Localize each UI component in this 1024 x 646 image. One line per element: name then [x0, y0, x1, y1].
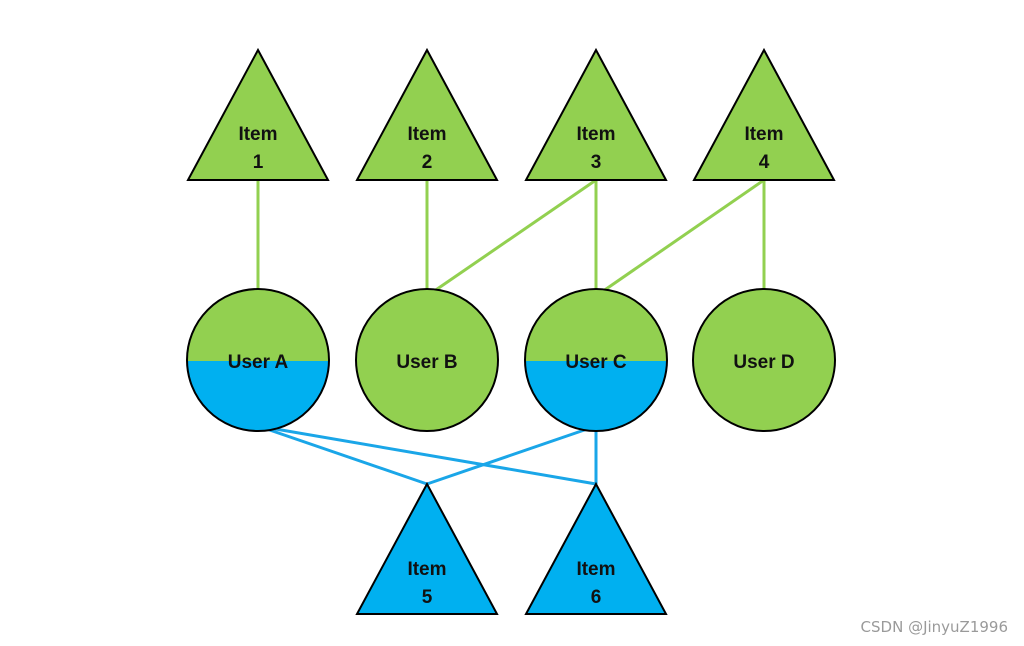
item4-label: Item [744, 124, 783, 145]
userB-label: User B [396, 352, 457, 373]
item6-number: 6 [591, 587, 602, 608]
userC-outline [524, 288, 668, 432]
userB-node: User B [355, 288, 499, 432]
userA-top-half [187, 289, 329, 361]
item4-number: 4 [759, 152, 770, 173]
item3-triangle [524, 47, 668, 181]
item2-triangle [355, 47, 499, 181]
edge-userA-item6 [257, 424, 597, 486]
item1-number: 1 [253, 152, 264, 173]
userA-outline [186, 288, 330, 432]
item3-node: Item 3 [524, 47, 668, 181]
item6-triangle [524, 481, 668, 615]
edge-userA-item5 [257, 424, 428, 486]
userB-circle [355, 288, 499, 432]
item2-node: Item 2 [355, 47, 499, 181]
item5-node: Item 5 [355, 481, 499, 615]
item5-triangle [355, 481, 499, 615]
item4-triangle [692, 47, 836, 181]
item6-node: Item 6 [524, 481, 668, 615]
userD-label: User D [733, 352, 794, 373]
edge-item4-userC [595, 178, 765, 298]
userD-node: User D [692, 288, 836, 432]
item2-label: Item [407, 124, 446, 145]
item1-node: Item 1 [186, 47, 330, 181]
userA-node: User A [186, 288, 330, 432]
userA-label: User A [228, 352, 289, 373]
edge-userC-item5 [426, 424, 597, 486]
userD-circle [692, 288, 836, 432]
item1-label: Item [238, 124, 277, 145]
item2-number: 2 [422, 152, 433, 173]
watermark-text: CSDN @JinyuZ1996 [860, 618, 1008, 636]
edge-item3-userB [426, 178, 597, 298]
item3-number: 3 [591, 152, 602, 173]
item5-label: Item [407, 559, 446, 580]
userC-label: User C [565, 352, 627, 373]
item3-label: Item [576, 124, 615, 145]
edges-layer [256, 178, 766, 486]
item5-number: 5 [422, 587, 433, 608]
item4-node: Item 4 [692, 47, 836, 181]
item1-triangle [186, 47, 330, 181]
item6-label: Item [576, 559, 615, 580]
userC-node: User C [524, 288, 668, 432]
userC-top-half [525, 289, 667, 361]
